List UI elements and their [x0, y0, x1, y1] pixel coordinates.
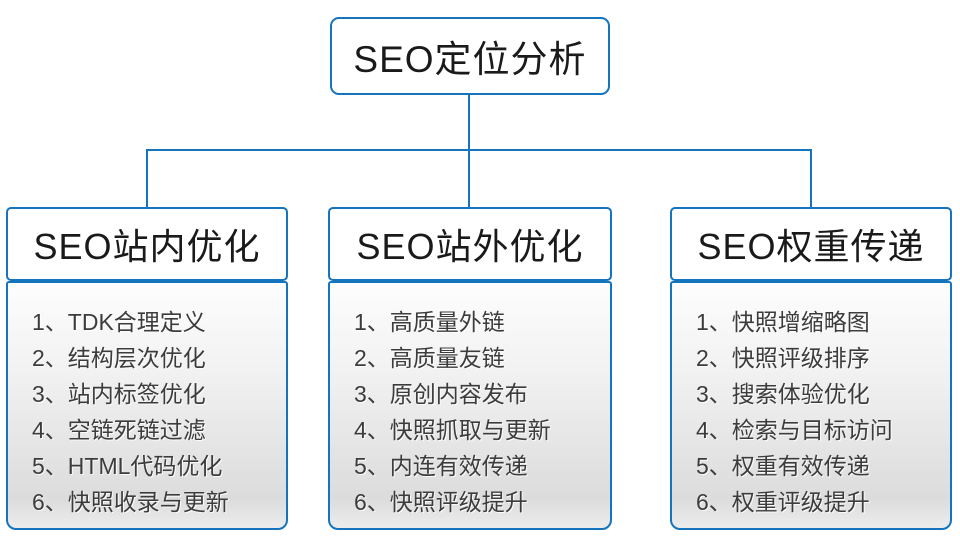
list-item: 3、原创内容发布: [354, 381, 528, 407]
branch-item-list: 1、高质量外链 2、高质量友链 3、原创内容发布 4、快照抓取与更新 5、内连有…: [328, 281, 612, 530]
branch-item-list: 1、快照增缩略图 2、快照评级排序 3、搜索体验优化 4、检索与目标访问 5、权…: [670, 281, 952, 530]
branch-weight-transfer: SEO权重传递 1、快照增缩略图 2、快照评级排序 3、搜索体验优化 4、检索与…: [670, 207, 952, 530]
list-item: 2、快照评级排序: [696, 345, 870, 371]
branch-offsite-optimization: SEO站外优化 1、高质量外链 2、高质量友链 3、原创内容发布 4、快照抓取与…: [328, 207, 612, 530]
branch-header: SEO权重传递: [670, 207, 952, 281]
list-item: 5、HTML代码优化: [32, 453, 223, 479]
connector-horizontal-bar: [146, 149, 812, 151]
root-node: SEO定位分析: [330, 17, 610, 95]
list-item: 6、快照评级提升: [354, 489, 528, 515]
list-item: 4、空链死链过滤: [32, 417, 206, 443]
branch-title: SEO站内优化: [33, 226, 261, 267]
branch-header: SEO站外优化: [328, 207, 612, 281]
list-item: 2、高质量友链: [354, 345, 505, 371]
branch-item-list: 1、TDK合理定义 2、结构层次优化 3、站内标签优化 4、空链死链过滤 5、H…: [6, 281, 288, 530]
branch-onsite-optimization: SEO站内优化 1、TDK合理定义 2、结构层次优化 3、站内标签优化 4、空链…: [6, 207, 288, 530]
branch-title: SEO站外优化: [356, 226, 584, 267]
list-item: 3、搜索体验优化: [696, 381, 870, 407]
list-item: 3、站内标签优化: [32, 381, 206, 407]
root-node-label: SEO定位分析: [353, 39, 587, 80]
list-item: 6、快照收录与更新: [32, 489, 229, 515]
list-item: 4、检索与目标访问: [696, 417, 893, 443]
list-item: 1、TDK合理定义: [32, 309, 206, 335]
list-item: 4、快照抓取与更新: [354, 417, 551, 443]
list-item: 2、结构层次优化: [32, 345, 206, 371]
branch-title: SEO权重传递: [697, 226, 925, 267]
branch-header: SEO站内优化: [6, 207, 288, 281]
list-item: 5、权重有效传递: [696, 453, 870, 479]
list-item: 6、权重评级提升: [696, 489, 870, 515]
connector-drop-right: [810, 149, 812, 208]
connector-root-stem: [468, 95, 470, 149]
list-item: 1、快照增缩略图: [696, 309, 870, 335]
connector-drop-center: [468, 149, 470, 208]
list-item: 1、高质量外链: [354, 309, 505, 335]
connector-drop-left: [146, 149, 148, 208]
list-item: 5、内连有效传递: [354, 453, 528, 479]
